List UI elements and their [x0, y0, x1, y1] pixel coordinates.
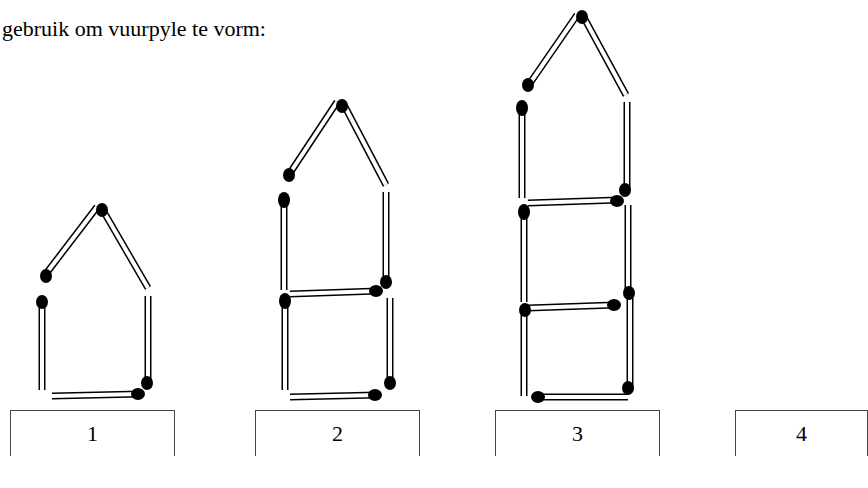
- instruction-text: gebruik om vuurpyle te vorm:: [2, 16, 266, 42]
- figure-number: 3: [572, 421, 583, 447]
- figure-number: 2: [332, 421, 343, 447]
- number-box: 4: [735, 410, 868, 456]
- figure-number: 1: [87, 421, 98, 447]
- figure-number: 4: [796, 421, 807, 447]
- number-box: 2: [255, 410, 420, 456]
- number-box: 1: [10, 410, 175, 456]
- number-box: 3: [495, 410, 660, 456]
